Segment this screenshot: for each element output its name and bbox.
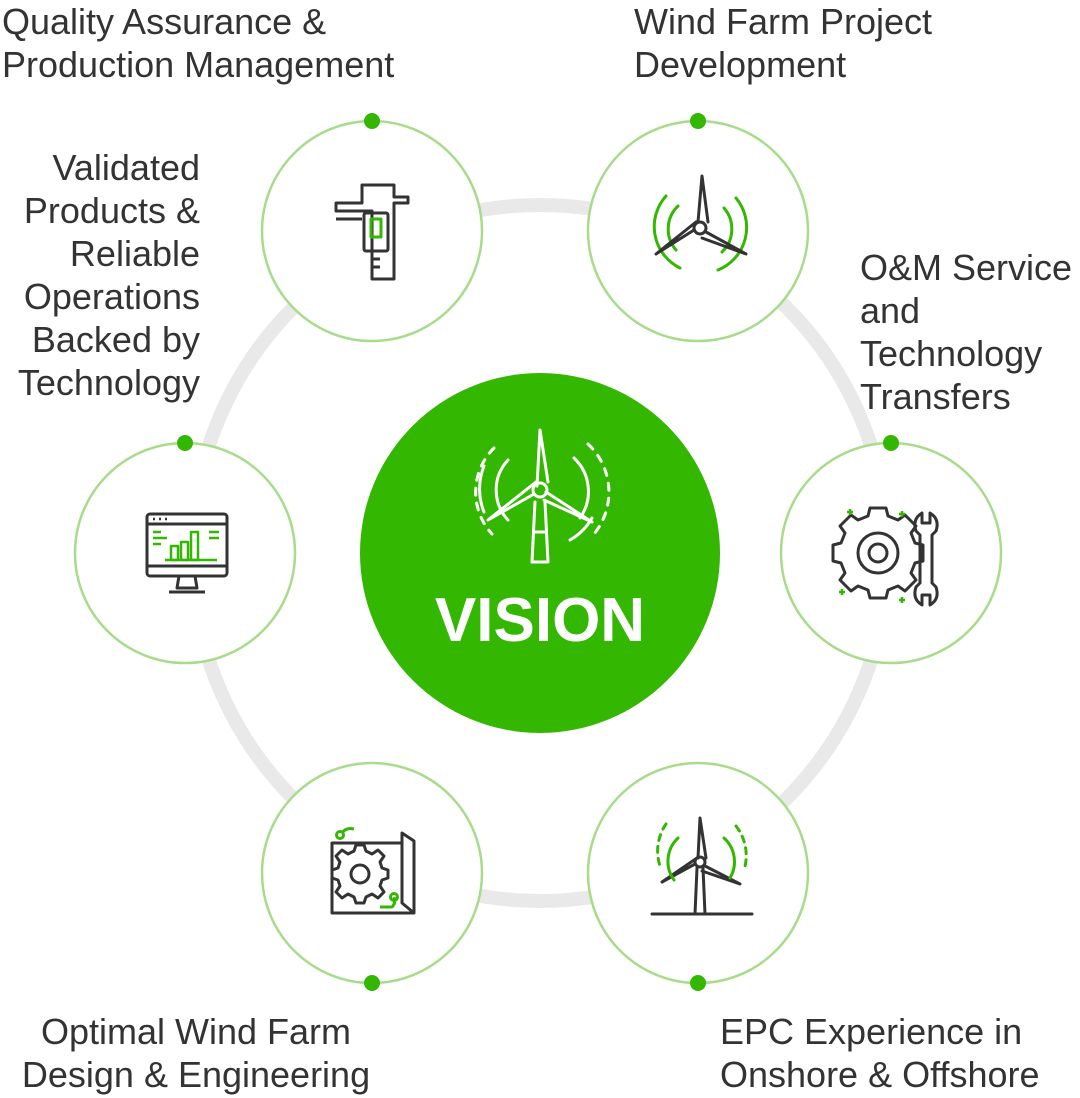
center-circle (360, 373, 720, 733)
center-title: VISION (434, 586, 646, 655)
node-validated-dot (177, 435, 193, 451)
gear-wrench-icon (831, 506, 939, 607)
node-design (260, 761, 484, 991)
node-design-dot (364, 975, 380, 991)
monitor-chart-icon (145, 512, 229, 594)
node-om-circle (779, 441, 1003, 665)
label-design: Optimal Wind Farm Design & Engineering (21, 1011, 371, 1095)
label-validated: Validated Products & Reliable Operations… (17, 147, 200, 403)
label-qa: Quality Assurance & Production Managemen… (2, 1, 395, 85)
caliper-icon (334, 183, 410, 281)
node-wind-farm-dot (690, 113, 706, 129)
node-epc-dot (690, 975, 706, 991)
node-wind-farm (586, 113, 810, 343)
node-epc (586, 761, 810, 991)
label-wind-farm: Wind Farm Project Development (634, 1, 933, 85)
node-validated-circle (73, 441, 297, 665)
node-om-dot (883, 435, 899, 451)
center-wind-turbine-icon (474, 428, 611, 564)
wind-turbine-icon (652, 174, 749, 272)
label-om: O&M Service and Technology Transfers (860, 247, 1073, 417)
blueprint-gear-icon (330, 827, 416, 915)
node-validated (73, 435, 297, 665)
node-qa (260, 113, 484, 343)
node-design-circle (260, 761, 484, 985)
onshore-turbine-icon (650, 816, 754, 916)
node-om (779, 435, 1003, 665)
node-wind-farm-circle (586, 119, 810, 343)
label-epc: EPC Experience in Onshore & Offshore (720, 1011, 1040, 1095)
node-qa-dot (364, 113, 380, 129)
